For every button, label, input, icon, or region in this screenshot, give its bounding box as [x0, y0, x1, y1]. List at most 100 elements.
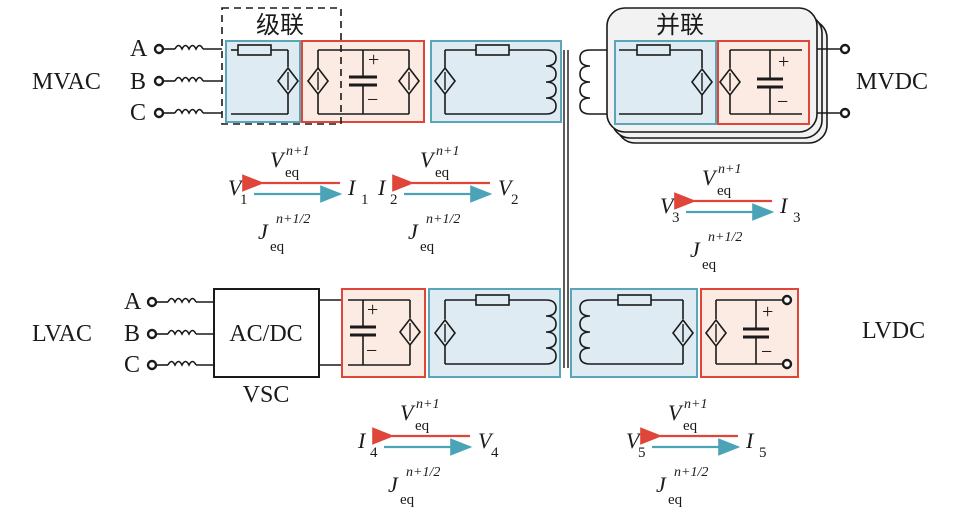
- left-variable-subscript: 3: [672, 210, 680, 226]
- right-variable-subscript: 3: [793, 210, 801, 226]
- veq-superscript: n+1: [684, 397, 707, 412]
- vsc-label: VSC: [243, 382, 290, 408]
- veq-subscript: eq: [415, 418, 430, 434]
- veq-subscript: eq: [285, 165, 300, 181]
- plus-sign: +: [778, 51, 789, 73]
- jeq-superscript: n+1/2: [708, 230, 742, 245]
- plus-sign: +: [762, 301, 773, 323]
- phase-a-label: A: [124, 289, 142, 315]
- right-variable-subscript: 2: [511, 192, 519, 208]
- left-variable: V: [228, 175, 244, 200]
- mv-input-module: [225, 40, 301, 123]
- terminal-icon: [146, 296, 158, 308]
- minus-sign: −: [366, 340, 377, 362]
- terminal-icon: [153, 75, 165, 87]
- jeq-symbol: J: [656, 472, 667, 497]
- lvdc-label: LVDC: [862, 318, 925, 344]
- mvac-phase-terminals: A B C: [130, 36, 222, 126]
- phase-b-label: B: [124, 321, 140, 347]
- phase-c-label: C: [124, 352, 140, 378]
- veq-superscript: n+1: [286, 144, 309, 159]
- jeq-subscript: eq: [668, 492, 683, 508]
- veq-symbol: V: [702, 165, 718, 190]
- left-variable: V: [660, 193, 676, 218]
- veq-symbol: V: [270, 147, 286, 172]
- phase-c-label: C: [130, 100, 146, 126]
- lvac-label: LVAC: [32, 321, 92, 347]
- mv-hf-primary-module: [430, 40, 562, 123]
- inductor-icon: [167, 297, 197, 303]
- jeq-superscript: n+1/2: [426, 212, 460, 227]
- lv-hf-secondary-module: [570, 288, 698, 378]
- jeq-symbol: J: [388, 472, 399, 497]
- jeq-symbol: J: [690, 237, 701, 262]
- minus-sign: −: [777, 91, 788, 113]
- left-variable-subscript: 2: [390, 192, 398, 208]
- resistor-icon: [475, 294, 510, 306]
- parallel-module-stack: 并联 + −: [606, 7, 828, 144]
- terminal-icon: [781, 358, 793, 370]
- resistor-icon: [475, 44, 510, 56]
- veq-superscript: n+1: [436, 144, 459, 159]
- veq-symbol: V: [400, 400, 416, 425]
- lv-dc-output-module: + −: [700, 288, 799, 378]
- plus-sign: +: [368, 49, 379, 71]
- right-variable-subscript: 5: [759, 445, 767, 461]
- jeq-superscript: n+1/2: [276, 212, 310, 227]
- veq-subscript: eq: [435, 165, 450, 181]
- right-variable: I: [347, 175, 357, 200]
- mvdc-label: MVDC: [856, 69, 928, 95]
- inductor-icon: [167, 360, 197, 366]
- right-variable-subscript: 1: [361, 192, 369, 208]
- jeq-superscript: n+1/2: [406, 465, 440, 480]
- terminal-icon: [146, 328, 158, 340]
- right-variable: V: [498, 175, 514, 200]
- left-variable: V: [626, 428, 642, 453]
- terminal-icon: [781, 294, 793, 306]
- cascade-label: 级联: [256, 11, 304, 39]
- terminal-icon: [839, 43, 851, 55]
- left-variable-subscript: 4: [370, 445, 378, 461]
- inductor-icon: [167, 329, 197, 335]
- veq-superscript: n+1: [416, 397, 439, 412]
- inductor-icon: [174, 76, 204, 82]
- right-variable-subscript: 4: [491, 445, 499, 461]
- terminal-icon: [153, 43, 165, 55]
- lv-hf-primary-module: [428, 288, 561, 378]
- veq-subscript: eq: [717, 183, 732, 199]
- jeq-subscript: eq: [400, 492, 415, 508]
- minus-sign: −: [367, 89, 378, 111]
- resistor-icon: [237, 44, 272, 56]
- phase-a-label: A: [130, 36, 148, 62]
- left-variable-subscript: 5: [638, 445, 646, 461]
- resistor-icon: [617, 294, 652, 306]
- jeq-subscript: eq: [270, 239, 285, 255]
- jeq-subscript: eq: [702, 257, 717, 273]
- mv-dc-link-module: + −: [301, 40, 425, 123]
- plus-sign: +: [367, 299, 378, 321]
- left-variable: I: [357, 428, 367, 453]
- jeq-subscript: eq: [420, 239, 435, 255]
- left-variable: I: [377, 175, 387, 200]
- left-variable-subscript: 1: [240, 192, 248, 208]
- phase-b-label: B: [130, 69, 146, 95]
- jeq-symbol: J: [258, 219, 269, 244]
- parallel-label: 并联: [656, 11, 704, 39]
- terminal-icon: [153, 107, 165, 119]
- veq-subscript: eq: [683, 418, 698, 434]
- transformer-winding-icon: [579, 49, 591, 115]
- lvac-phase-terminals: A B C: [124, 289, 214, 378]
- minus-sign: −: [761, 341, 772, 363]
- veq-symbol: V: [668, 400, 684, 425]
- inductor-icon: [174, 44, 204, 50]
- veq-superscript: n+1: [718, 162, 741, 177]
- terminal-icon: [146, 359, 158, 371]
- right-variable: I: [745, 428, 755, 453]
- right-variable: V: [478, 428, 494, 453]
